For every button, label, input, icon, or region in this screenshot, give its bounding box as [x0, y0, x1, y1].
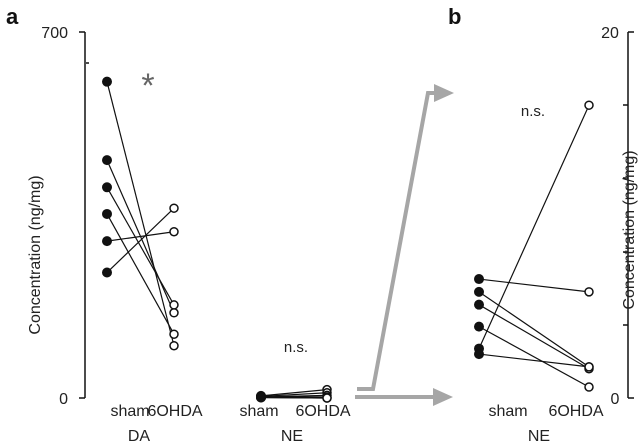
ns-annotation-a: n.s. [284, 339, 308, 356]
paired-data-panel-a [102, 76, 332, 403]
ne-a-sham-point-6 [256, 392, 266, 403]
y-tick-label-top-b: 20 [601, 25, 619, 42]
ne-b-pair-line-4 [478, 326, 590, 388]
ne-b-pair-line-3 [478, 304, 590, 370]
da-6ohda-point-4 [169, 329, 179, 339]
ne-b-sham-point-6 [474, 349, 484, 360]
ne-b-sham-point-4 [474, 321, 484, 332]
da-6ohda-point-2 [169, 308, 179, 318]
da-6ohda-point-5 [169, 226, 179, 237]
arrow-connector-lower [355, 388, 453, 406]
paired-data-panel-b [474, 100, 594, 392]
da-pair-line-6 [106, 207, 175, 273]
da-pair-line-4 [106, 213, 175, 335]
y-tick-label-bottom-a: 0 [59, 391, 68, 408]
category-label-6ohda-b: 6OHDA [548, 403, 603, 420]
da-6ohda-point-1 [169, 340, 179, 351]
ne-b-6ohda-point-5 [584, 100, 594, 110]
ne-b-sham-point-1 [474, 274, 484, 285]
category-label-sham-da: sham [110, 403, 149, 420]
arrow-connector-upper [357, 84, 454, 391]
da-pair-line-5 [106, 231, 175, 242]
panel-label-b: b [448, 4, 461, 29]
da-sham-point-3 [102, 182, 112, 193]
category-label-sham-ne: sham [239, 403, 278, 420]
significance-star: * [141, 67, 154, 105]
group-label-ne-b: NE [528, 428, 550, 442]
da-6ohda-point-6 [169, 203, 179, 213]
da-6ohda-point-3 [169, 300, 179, 310]
panel-label-a: a [6, 4, 19, 29]
ne-a-pair-line-6 [260, 396, 328, 399]
ne-b-pair-line-2 [478, 291, 590, 368]
da-sham-point-5 [102, 236, 112, 247]
y-axis-title-a: Concentration (ng/mg) [27, 175, 44, 334]
category-label-sham-b: sham [488, 403, 527, 420]
ne-b-sham-point-2 [474, 286, 484, 297]
category-label-6ohda-ne: 6OHDA [295, 403, 350, 420]
ne-b-6ohda-point-4 [584, 382, 594, 392]
da-pair-line-1 [106, 81, 175, 346]
ne-a-6ohda-point-6 [322, 393, 332, 403]
ne-b-sham-point-3 [474, 299, 484, 310]
ne-b-6ohda-point-6 [584, 362, 594, 372]
y-tick-label-bottom-b: 0 [611, 391, 620, 408]
ne-a-pair-line-2 [260, 392, 328, 398]
group-label-ne-a: NE [281, 428, 303, 442]
ne-b-pair-line-1 [478, 278, 590, 293]
group-label-da: DA [128, 428, 151, 442]
ns-annotation-b: n.s. [521, 103, 545, 120]
da-sham-point-2 [102, 155, 112, 166]
y-tick-label-top-a: 700 [41, 25, 68, 42]
ne-b-6ohda-point-1 [584, 287, 594, 297]
y-axis-title-b: Concentration (ng/mg) [621, 150, 638, 309]
da-sham-point-6 [102, 267, 112, 278]
ne-b-pair-line-6 [478, 353, 590, 368]
da-sham-point-4 [102, 208, 112, 219]
category-label-6ohda-da: 6OHDA [147, 403, 202, 420]
ne-a-pair-line-1 [260, 389, 328, 397]
da-sham-point-1 [102, 76, 112, 87]
da-pair-line-3 [106, 186, 175, 306]
ne-b-pair-line-5 [478, 104, 590, 349]
